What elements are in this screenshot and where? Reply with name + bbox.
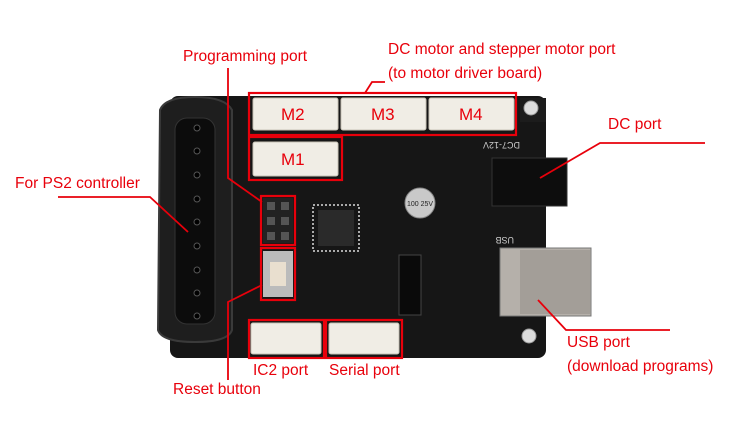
ps2-label: For PS2 controller — [15, 175, 140, 192]
reset-button-label: Reset button — [173, 381, 261, 398]
svg-text:USB: USB — [495, 235, 514, 245]
connector-label-m4: M4 — [459, 105, 483, 124]
motor-port-label: DC motor and stepper motor port — [388, 41, 616, 58]
usb-port-label: USB port — [567, 334, 630, 351]
serial-port-label: Serial port — [329, 362, 400, 379]
connector-label-m1: M1 — [281, 150, 305, 169]
ic2-port-label: IC2 port — [253, 362, 309, 379]
connector-label-m3: M3 — [371, 105, 395, 124]
dc-jack — [491, 157, 568, 207]
connector-label-m2: M2 — [281, 105, 305, 124]
motor-port-note: (to motor driver board) — [388, 65, 543, 82]
ps2-connector — [156, 95, 233, 344]
svg-text:DC7-12V: DC7-12V — [483, 140, 520, 150]
capacitor-label: 100 25V — [407, 201, 433, 208]
dc-port-label: DC port — [608, 116, 662, 133]
usb-port-note: (download programs) — [567, 358, 714, 375]
programming-port-label: Programming port — [183, 48, 308, 65]
